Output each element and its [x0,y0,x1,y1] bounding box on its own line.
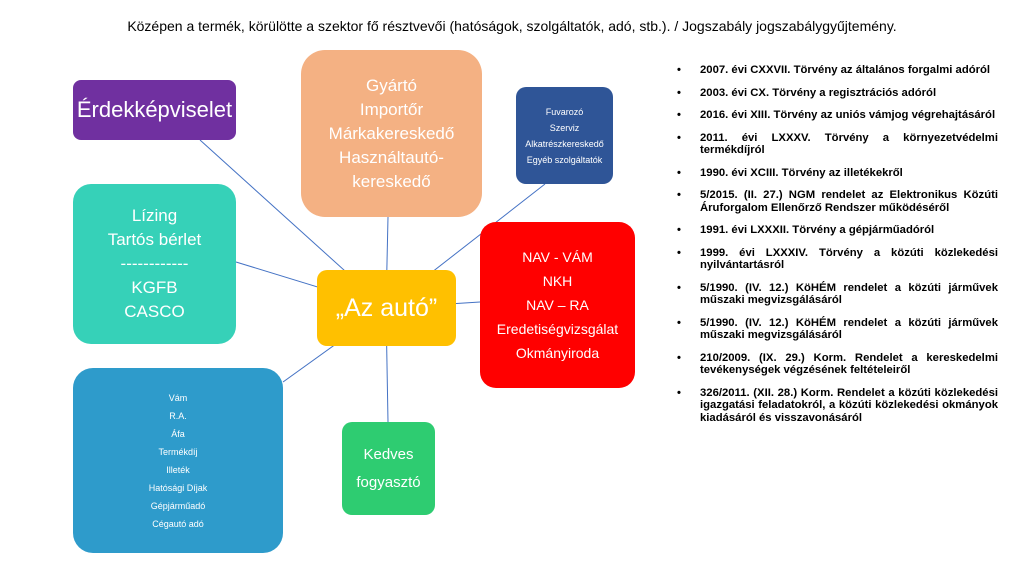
node-hatosagok-line: NAV – RA [526,297,589,313]
law-item: 5/2015. (II. 27.) NGM rendelet az Elektr… [670,189,998,214]
node-adok-line: Cégautó adó [152,518,204,529]
node-szolgaltatok-line: Egyéb szolgáltatók [526,154,603,165]
node-erdekkepviselet: Érdekképviselet [73,80,236,140]
law-item: 2007. évi CXXVII. Törvény az általános f… [670,64,998,77]
node-szolgaltatok-line: Fuvarozó [545,106,584,117]
node-hatosagok-line: NAV - VÁM [522,249,593,265]
law-item: 5/1990. (IV. 12.) KöHÉM rendelet a közút… [670,282,998,307]
node-szolgaltatok-line: Alkatrészkereskedő [525,138,604,149]
node-gyarto-line: Importőr [359,99,424,119]
law-item: 1990. évi XCIII. Törvény az illetékekről [670,167,998,180]
node-hatosagok-line: NKH [542,273,573,289]
node-lizing-line: Lízing [131,206,178,225]
node-fogyaszto-line: Kedves [363,445,414,463]
node-szolgaltatok-line: Szerviz [549,122,580,133]
law-item: 1991. évi LXXXII. Törvény a gépjárműadór… [670,224,998,237]
node-adok-line: Termékdíj [158,446,198,457]
node-gyarto-line: Használtautó- [339,147,444,167]
law-item: 326/2011. (XII. 28.) Korm. Rendelet a kö… [670,387,998,425]
node-lizing-line: ------------ [120,254,189,273]
node-lizing-line: CASCO [124,302,185,321]
node-adok-line: Vám [168,392,188,403]
law-item: 2016. évi XIII. Törvény az uniós vámjog … [670,109,998,122]
law-item: 2003. évi CX. Törvény a regisztrációs ad… [670,87,998,100]
node-lizing-line: KGFB [131,278,178,297]
center-label: „Az autó” [335,293,438,322]
law-item: 5/1990. (IV. 12.) KöHÉM rendelet a közút… [670,317,998,342]
law-item: 2011. évi LXXXV. Törvény a környezetvéde… [670,132,998,157]
law-list: 2007. évi CXXVII. Törvény az általános f… [670,64,998,434]
page-title: Középen a termék, körülötte a szektor fő… [127,18,897,34]
node-hatosagok-line: Eredetiségvizsgálat [496,321,619,337]
node-adok-line: Hatósági Díjak [148,482,208,493]
node-adok-line: R.A. [169,410,187,421]
law-item: 1999. évi LXXXIV. Törvény a közúti közle… [670,247,998,272]
law-item: 210/2009. (IX. 29.) Korm. Rendelet a ker… [670,352,998,377]
node-erdekkepviselet-line: Érdekképviselet [76,97,233,122]
node-fogyaszto-line: fogyasztó [356,473,421,491]
node-gyarto-line: Márkakereskedő [328,123,455,143]
node-lizing-line: Tartós bérlet [107,230,202,249]
node-adok-line: Illeték [166,464,190,475]
node-hatosagok-line: Okmányiroda [515,345,600,361]
node-gyarto-line: Gyártó [365,75,418,95]
node-fogyaszto: Kedves fogyasztó [342,422,435,515]
node-adok-line: Gépjárműadó [150,500,206,511]
node-center: „Az autó” [317,270,456,346]
node-adok-line: Áfa [171,428,185,439]
node-gyarto-line: kereskedő [352,171,431,191]
